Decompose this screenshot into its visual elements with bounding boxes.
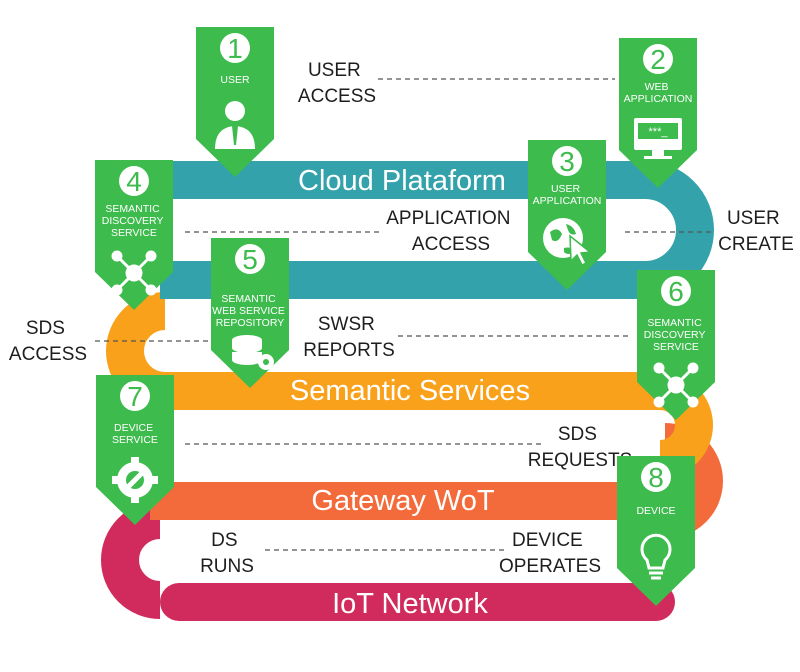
monitor-password-icon: ***_: [634, 118, 682, 159]
badge-device: 8 DEVICE: [617, 456, 695, 606]
ds-runs-label: DS RUNS: [200, 530, 254, 577]
semantic-services-title: Semantic Services: [290, 375, 530, 407]
badge-device-title: DEVICE: [636, 505, 675, 517]
badge-device-service: 7 DEVICE SERVICE: [96, 375, 174, 525]
svg-text:3: 3: [559, 146, 575, 177]
user-access-label: USER ACCESS: [298, 60, 376, 107]
svg-text:***_: ***_: [649, 126, 669, 138]
network-node-icon: [111, 250, 157, 296]
badge-semantic-discovery-service-left-title: SEMANTIC DISCOVERY SERVICE: [102, 203, 166, 239]
user-icon: [215, 101, 255, 149]
cloud-platform-title: Cloud Plataform: [298, 165, 506, 197]
badge-user-title: USER: [220, 74, 250, 86]
connection-lines: [95, 78, 712, 551]
badge-user: 1 USER: [196, 27, 274, 177]
badge-user-application: 3 USER APPLICATION: [528, 140, 606, 290]
globe-cursor-icon: [543, 218, 592, 267]
badge-semantic-discovery-service-right-title: SEMANTIC DISCOVERY SERVICE: [644, 317, 708, 353]
semantic-services-band: Semantic Services: [106, 292, 713, 478]
svg-text:2: 2: [650, 44, 666, 75]
user-create-label: USER CREATE: [718, 208, 794, 255]
badge-user-application-title: USER APPLICATION: [533, 183, 602, 207]
device-operates-label: DEVICE OPERATES: [499, 530, 601, 577]
badge-web-application: 2 WEB APPLICATION ***_: [619, 38, 697, 188]
svg-text:1: 1: [227, 33, 243, 64]
badge-semantic-web-service-repository: 5 SEMANTIC WEB SERVICE REPOSITORY: [211, 238, 289, 388]
sds-requests-label: SDS REQUESTS: [528, 424, 633, 471]
swsr-reports-label: SWSR REPORTS: [303, 314, 395, 361]
svg-text:7: 7: [127, 381, 143, 412]
iot-network-title: IoT Network: [332, 588, 488, 620]
database-gear-icon: [232, 335, 274, 370]
svg-text:5: 5: [242, 244, 258, 275]
gear-wrench-icon: [112, 457, 158, 503]
svg-text:8: 8: [648, 462, 664, 493]
badge-device-service-title: DEVICE SERVICE: [112, 422, 158, 446]
svg-text:6: 6: [668, 276, 684, 307]
lightbulb-icon: [640, 533, 672, 580]
iot-network-band: IoT Network: [101, 501, 675, 621]
badge-semantic-discovery-service-right: 6 SEMANTIC DISCOVERY SERVICE: [637, 270, 715, 420]
badge-semantic-web-service-repository-title: SEMANTIC WEB SERVICE REPOSITORY: [212, 293, 288, 329]
svg-text:4: 4: [126, 166, 142, 197]
badge-web-application-title: WEB APPLICATION: [624, 81, 693, 105]
gateway-wot-title: Gateway WoT: [311, 485, 494, 517]
application-access-label: APPLICATION ACCESS: [386, 208, 516, 255]
network-node-icon: [653, 362, 699, 408]
badge-semantic-discovery-service-left: 4 SEMANTIC DISCOVERY SERVICE: [95, 160, 173, 310]
sds-access-label: SDS ACCESS: [9, 318, 87, 365]
